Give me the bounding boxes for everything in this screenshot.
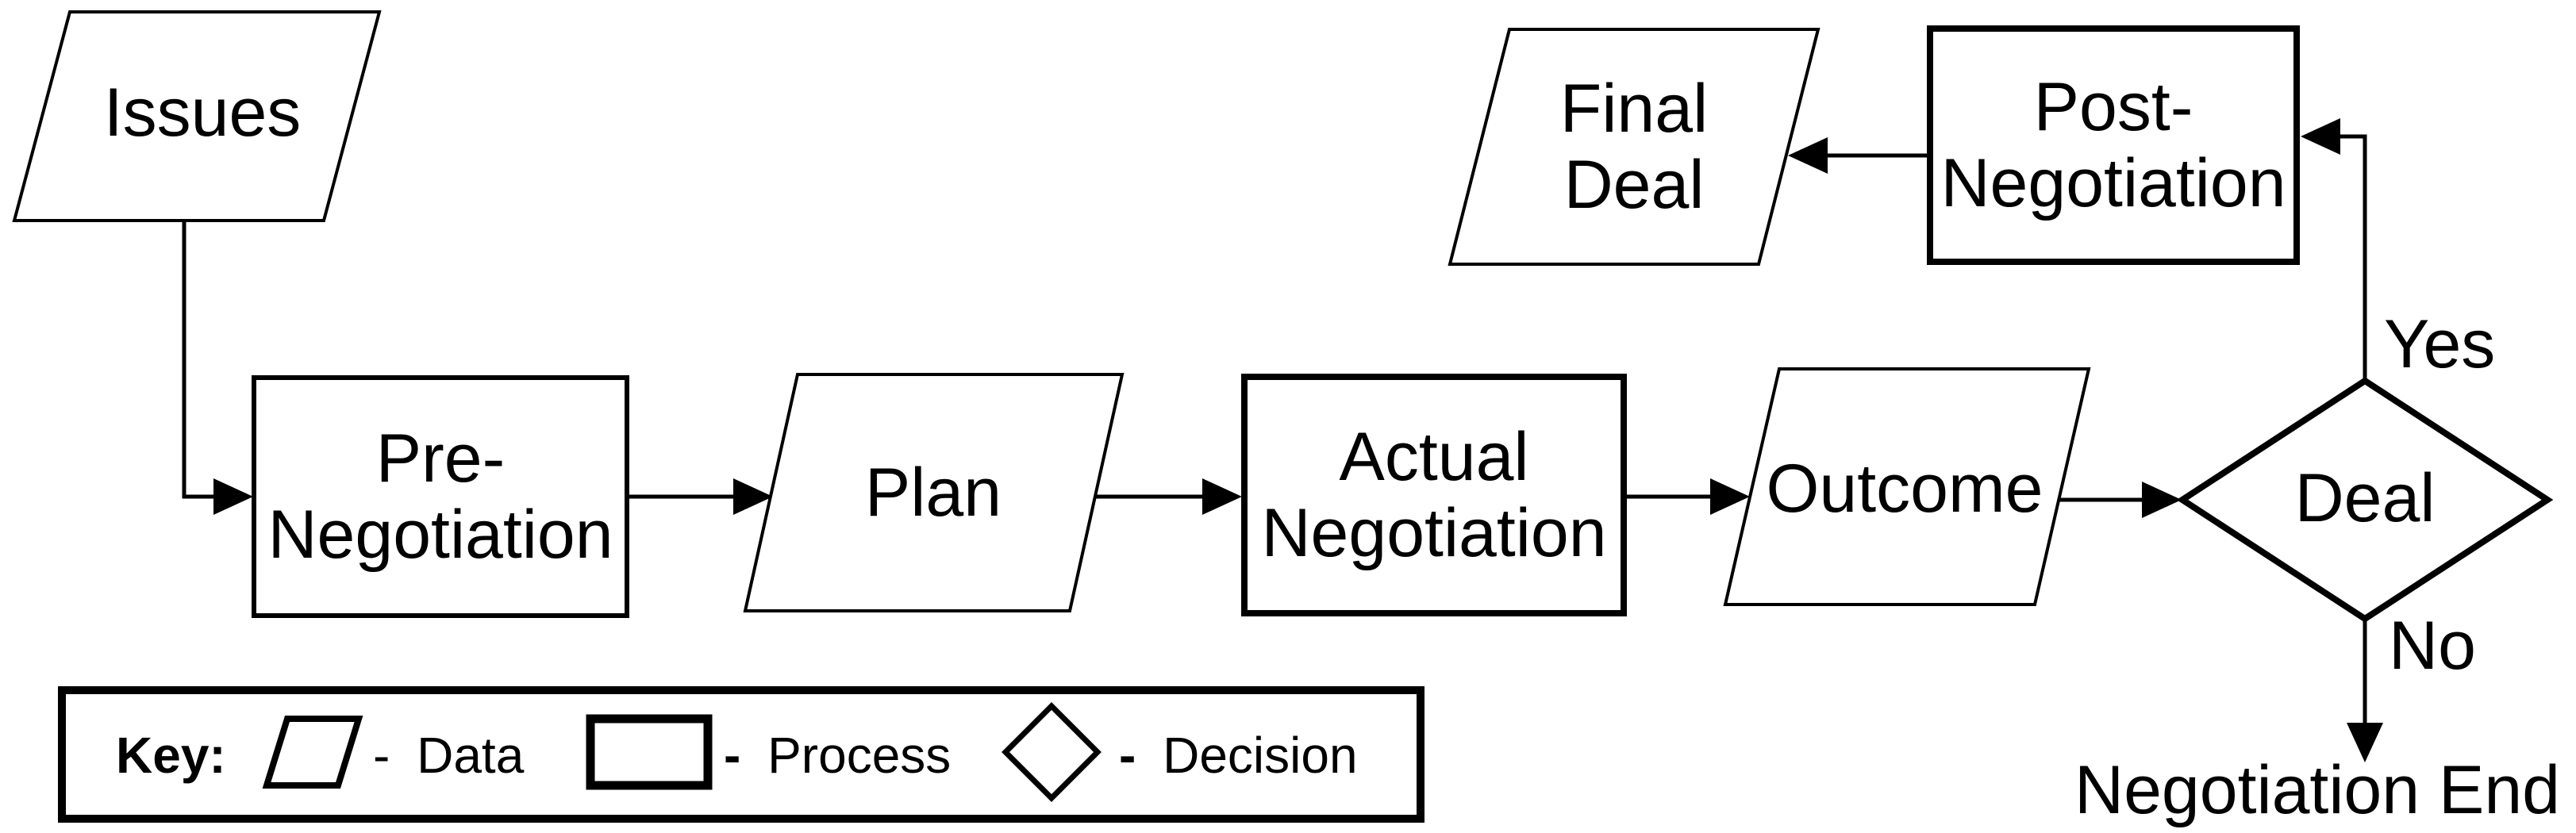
plan-parallelogram	[743, 373, 1125, 612]
node-outcome: Outcome	[1723, 367, 2091, 606]
node-issues: Issues	[12, 10, 382, 222]
post-negotiation-rectangle	[1927, 25, 2300, 265]
edge-label-no: No	[2389, 608, 2476, 684]
actual-negotiation-label-line1: Actual	[1339, 419, 1528, 495]
negotiation-end-label: Negotiation End	[2074, 752, 2560, 828]
legend-label-text: Process	[767, 727, 951, 784]
deal-label: Deal	[2295, 460, 2436, 536]
decision-shape-icon	[1002, 702, 1102, 802]
plan-label: Plan	[865, 455, 1002, 531]
pre-negotiation-label-line1: Pre-	[376, 420, 505, 497]
edge-deal-yes-to-post-negotiation	[2301, 118, 2367, 381]
legend: Key: - Data - Process - Decision	[58, 686, 1424, 823]
node-deal: Deal	[2176, 377, 2554, 623]
pre-negotiation-label-line2: Negotiation	[267, 497, 613, 573]
legend-title: Key:	[116, 727, 226, 784]
edges	[182, 118, 2383, 762]
data-shape-icon	[262, 716, 363, 789]
legend-item-label-process: - Process	[724, 727, 951, 784]
outcome-parallelogram	[1723, 367, 2091, 606]
legend-item-label-data: - Data	[373, 727, 525, 784]
post-negotiation-label-line1: Post-	[2034, 69, 2193, 145]
node-actual-negotiation: Actual Negotiation	[1241, 374, 1627, 616]
pre-negotiation-rectangle	[252, 375, 629, 618]
deal-diamond	[2176, 377, 2554, 623]
legend-dash: -	[724, 727, 740, 784]
outcome-label: Outcome	[1767, 451, 2043, 527]
edge-label-yes: Yes	[2384, 306, 2495, 382]
final-deal-label-line1: Final	[1560, 71, 1708, 147]
process-shape-icon	[586, 714, 713, 790]
legend-dash: -	[373, 727, 390, 784]
node-final-deal: Final Deal	[1448, 28, 1821, 266]
legend-label-text: Decision	[1163, 727, 1357, 784]
actual-negotiation-label-line2: Negotiation	[1261, 495, 1606, 571]
issues-label: Issues	[104, 75, 302, 151]
final-deal-parallelogram	[1448, 28, 1821, 266]
edge-issues-to-pre-negotiation	[182, 220, 253, 515]
legend-item-label-decision: - Decision	[1119, 727, 1358, 784]
node-pre-negotiation: Pre- Negotiation	[252, 375, 629, 618]
final-deal-label-line2: Deal	[1564, 147, 1705, 223]
node-plan: Plan	[743, 373, 1125, 612]
actual-negotiation-rectangle	[1241, 374, 1627, 616]
post-negotiation-label-line2: Negotiation	[1940, 145, 2286, 221]
legend-dash: -	[1119, 727, 1136, 784]
node-post-negotiation: Post- Negotiation	[1927, 25, 2300, 265]
legend-label-text: Data	[417, 727, 525, 784]
issues-parallelogram	[12, 10, 382, 222]
